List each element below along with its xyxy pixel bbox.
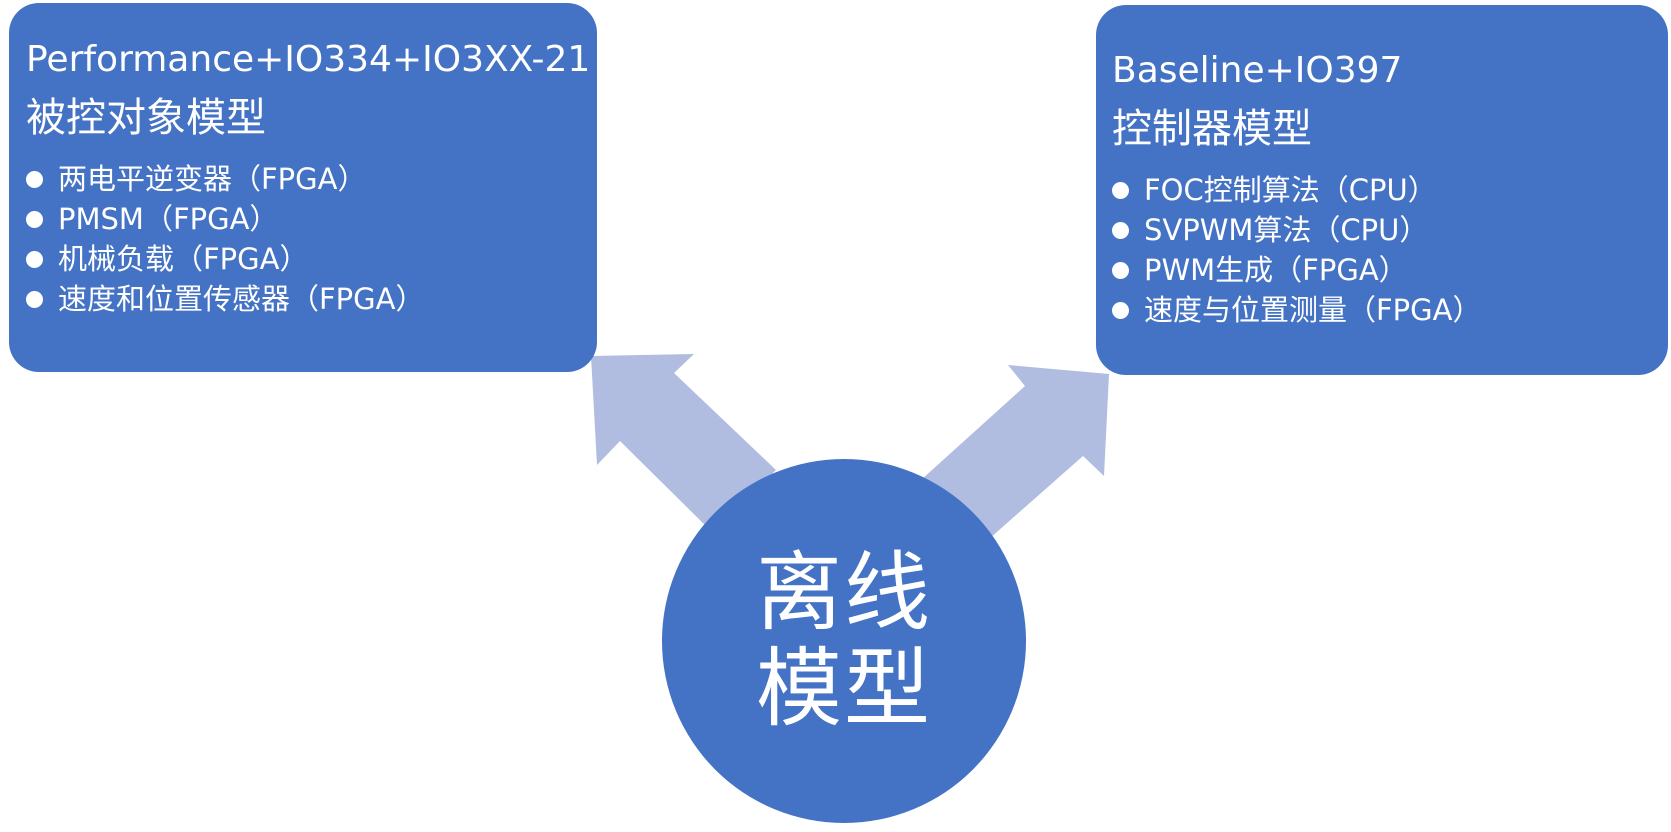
- list-item: 机械负载（FPGA）: [26, 239, 597, 279]
- controller-model-box: Baseline+IO397 控制器模型 FOC控制算法（CPU） SVPWM算…: [1096, 5, 1668, 375]
- plant-model-title: Performance+IO334+IO3XX-21: [26, 39, 591, 80]
- bullet-icon: [26, 210, 43, 228]
- list-item-label: 速度和位置传感器（FPGA）: [58, 282, 425, 316]
- list-item-label: 速度与位置测量（FPGA）: [1144, 293, 1482, 327]
- list-item: 两电平逆变器（FPGA）: [26, 159, 597, 199]
- arrow-to-left-box: [591, 354, 776, 532]
- list-item-label: SVPWM算法（CPU）: [1144, 213, 1429, 247]
- list-item-label: PMSM（FPGA）: [58, 202, 279, 236]
- controller-model-list: FOC控制算法（CPU） SVPWM算法（CPU） PWM生成（FPGA） 速度…: [1112, 170, 1668, 330]
- list-item-label: PWM生成（FPGA）: [1144, 253, 1408, 287]
- plant-model-box: Performance+IO334+IO3XX-21 被控对象模型 两电平逆变器…: [9, 3, 597, 372]
- list-item-label: 两电平逆变器（FPGA）: [58, 162, 367, 196]
- controller-model-subtitle: 控制器模型: [1112, 106, 1312, 152]
- controller-model-title: Baseline+IO397: [1112, 50, 1403, 91]
- list-item: 速度和位置传感器（FPGA）: [26, 279, 597, 319]
- bullet-icon: [1112, 261, 1129, 279]
- list-item: FOC控制算法（CPU）: [1112, 170, 1668, 210]
- bullet-icon: [1112, 221, 1129, 239]
- bullet-icon: [1112, 181, 1129, 199]
- bullet-icon: [26, 250, 43, 268]
- plant-model-subtitle: 被控对象模型: [26, 95, 266, 141]
- offline-model-circle: 离线 模型: [662, 459, 1026, 823]
- list-item: SVPWM算法（CPU）: [1112, 210, 1668, 250]
- bullet-icon: [26, 290, 43, 308]
- bullet-icon: [1112, 301, 1129, 319]
- list-item: 速度与位置测量（FPGA）: [1112, 290, 1668, 330]
- list-item: PMSM（FPGA）: [26, 199, 597, 239]
- list-item: PWM生成（FPGA）: [1112, 250, 1668, 290]
- center-label-line1: 离线: [756, 543, 932, 643]
- plant-model-list: 两电平逆变器（FPGA） PMSM（FPGA） 机械负载（FPGA） 速度和位置…: [26, 159, 597, 319]
- center-label-line2: 模型: [756, 639, 932, 739]
- list-item-label: 机械负载（FPGA）: [58, 242, 309, 276]
- arrow-to-right-box: [922, 365, 1109, 546]
- list-item-label: FOC控制算法（CPU）: [1144, 173, 1437, 207]
- bullet-icon: [26, 170, 43, 188]
